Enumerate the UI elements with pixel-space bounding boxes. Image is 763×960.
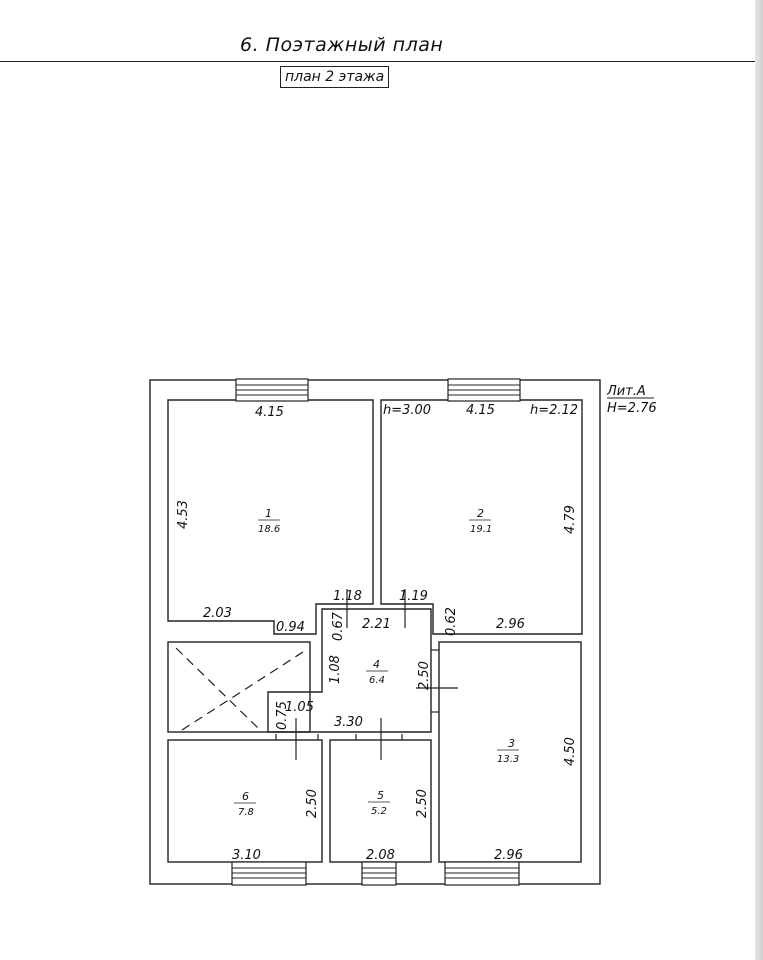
windows [231,378,521,886]
dim-room6-bottom: 3.10 [232,848,261,863]
dim-corridor-075: 0.75 [275,701,290,730]
dim-corridor-119: 1.19 [399,589,428,604]
dim-room1-top: 4.15 [255,405,284,420]
litera-label: Лит.А [606,384,646,399]
room-label-3: 3 13.3 [497,737,519,765]
ceiling-height-right: h=2.12 [530,403,578,418]
room-label-2: 2 19.1 [469,507,492,535]
room-area: 18.6 [258,524,280,535]
dim-room5-bottom: 2.08 [366,848,395,863]
dim-corridor-108: 1.08 [328,655,343,684]
floor-label: план 2 этажа [280,66,390,88]
dim-corridor-330: 3.30 [334,715,363,730]
room-4-outline [267,608,432,733]
dim-room2-side: 4.79 [563,505,578,534]
room-number: 4 [373,658,380,671]
dim-corridor-105: 1.05 [285,700,314,715]
room-3-outline [438,641,582,863]
room-number: 5 [377,789,384,802]
window-bottom-right [444,861,520,886]
room-label-4: 4 6.4 [366,658,388,686]
room-label-1: 1 18.6 [258,507,280,535]
dim-room1-step: 0.94 [276,620,305,635]
stair-diagonal-1 [175,647,259,729]
room-label-5: 5 5.2 [368,789,390,817]
dim-room1-side: 4.53 [176,500,191,529]
dim-room2-062: 0.62 [444,607,459,636]
room-number: 6 [242,790,249,803]
stair-diagonal-2 [181,649,307,731]
dim-corridor-221: 2.21 [362,617,391,632]
dim-room6-side: 2.50 [305,789,320,818]
room-area: 7.8 [238,807,254,818]
room-area: 13.3 [497,754,519,765]
dim-corridor-118: 1.18 [333,589,362,604]
dim-room3-side: 4.50 [563,737,578,766]
window-top-right [447,378,521,402]
dim-room2-bottom: 2.96 [496,617,525,632]
window-bottom-left [231,861,307,886]
dim-room3-bottom: 2.96 [494,848,523,863]
dim-corridor-250: 2.50 [417,661,432,690]
window-bottom-middle [361,861,397,886]
staircase-outline [167,641,311,733]
doors [275,589,458,760]
room-2-outline [380,399,583,635]
room-number: 2 [477,507,484,520]
dim-room5-side: 2.50 [415,789,430,818]
scan-edge-shadow [755,0,763,960]
title-underline [0,61,755,62]
room-1-outline [167,399,374,635]
dim-room2-top: 4.15 [466,403,495,418]
room-label-6: 6 7.8 [234,790,256,818]
building-height: H=2.76 [607,401,657,416]
room-area: 5.2 [371,806,387,817]
ceiling-height-left: h=3.00 [383,403,431,418]
room-number: 3 [508,737,515,750]
window-top-left [235,378,309,402]
section-title: 6. Поэтажный план [240,34,444,56]
room-number: 1 [265,507,272,520]
room-area: 19.1 [470,524,492,535]
room-area: 6.4 [369,675,385,686]
dim-corridor-067: 0.67 [331,611,346,641]
dim-room1-bottom: 2.03 [203,606,232,621]
